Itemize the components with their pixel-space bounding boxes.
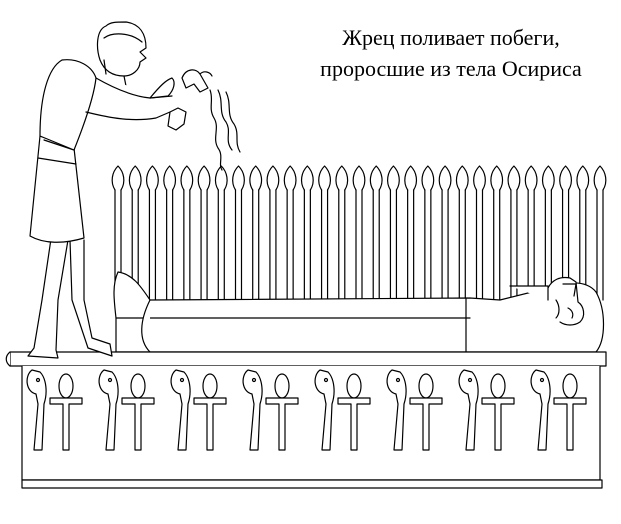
shoot	[352, 165, 366, 301]
ankh	[553, 373, 587, 451]
shoot	[455, 165, 469, 301]
shoot	[421, 165, 435, 301]
bird-support	[98, 369, 119, 451]
shoot	[438, 165, 452, 301]
shoot	[335, 165, 349, 301]
ankh	[409, 373, 443, 451]
bird-support	[26, 369, 47, 451]
ankh	[481, 373, 515, 451]
shoot	[214, 165, 228, 301]
shoot	[163, 165, 177, 301]
shoot	[318, 165, 331, 301]
bird-support	[314, 369, 335, 451]
ankh	[49, 373, 83, 451]
water-stream	[209, 89, 241, 171]
shoots-group	[111, 165, 607, 301]
bird-support	[242, 369, 263, 451]
shoot	[524, 165, 538, 301]
shoot	[473, 165, 486, 301]
shoot	[146, 165, 159, 301]
shoot	[197, 165, 211, 301]
shoot	[404, 165, 418, 301]
caption-line-2: проросшие из тела Осириса	[320, 56, 582, 81]
bier	[5, 351, 607, 489]
ankh	[337, 373, 371, 451]
shoot	[266, 165, 280, 301]
shoot	[249, 165, 263, 301]
priest-figure	[27, 21, 213, 359]
bird-row	[26, 369, 551, 451]
caption-line-1: Жрец поливает побеги,	[342, 25, 560, 50]
bird-support	[170, 369, 191, 451]
shoot	[541, 165, 555, 301]
ankh	[121, 373, 155, 451]
bird-support	[386, 369, 407, 451]
shoot	[369, 165, 383, 301]
shoot	[387, 165, 400, 301]
ankh-row	[49, 373, 587, 451]
ankh	[265, 373, 299, 451]
shoot	[283, 165, 297, 301]
shoot	[507, 165, 521, 301]
shoot	[180, 165, 194, 301]
shoot	[300, 165, 314, 301]
shoot	[490, 165, 504, 301]
bird-support	[458, 369, 479, 451]
osiris-mummy	[113, 271, 605, 353]
bird-support	[530, 369, 551, 451]
ankh	[193, 373, 227, 451]
shoot	[576, 165, 590, 301]
caption: Жрец поливает побеги, проросшие из тела …	[290, 22, 612, 84]
shoot	[232, 165, 245, 301]
shoot	[593, 165, 607, 301]
